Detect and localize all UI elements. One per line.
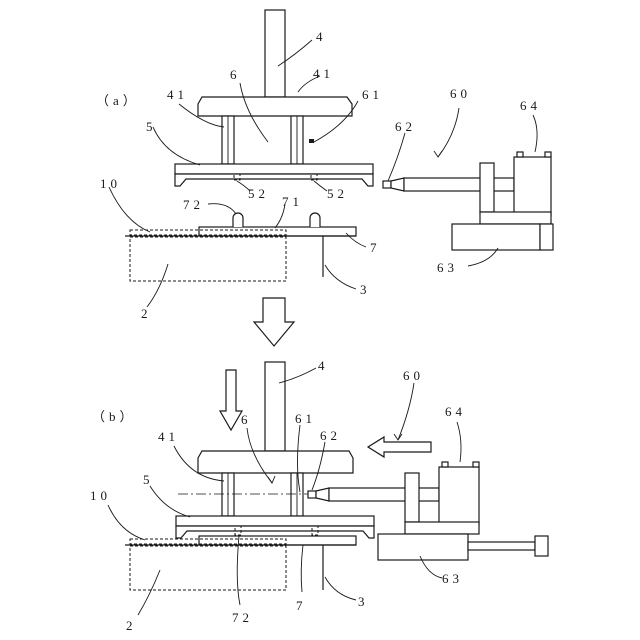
label-b-6: 6 <box>241 412 252 427</box>
label-b-2: 2 <box>126 618 137 633</box>
nozzle-tip-62 <box>383 181 391 188</box>
label-b-63: 63 <box>442 571 463 586</box>
needle-hole-61 <box>309 139 314 143</box>
label-a-60: 60 <box>450 86 471 101</box>
label-a-41l: 41 <box>167 87 188 102</box>
panel-b-tag: （b） <box>92 409 137 424</box>
leader-b-7 <box>301 545 303 592</box>
label-a-6: 6 <box>230 67 241 82</box>
nozzle-62 <box>391 178 404 191</box>
label-a-62: 62 <box>395 119 416 134</box>
leader-a-62 <box>388 133 405 181</box>
label-a-10: 10 <box>100 176 121 191</box>
label-b-62: 62 <box>320 428 341 443</box>
label-a-61: 61 <box>362 87 383 102</box>
label-a-64: 64 <box>520 98 541 113</box>
leader-b-5 <box>150 486 190 517</box>
leader-a-64 <box>533 115 537 152</box>
label-b-61: 61 <box>295 411 316 426</box>
bump-72-left <box>233 213 243 227</box>
label-a-5: 5 <box>146 119 157 134</box>
barrel-b <box>329 488 439 501</box>
unit-64-b-tab-right <box>473 462 479 467</box>
unit-64-tab-left <box>517 152 523 157</box>
cylinder-rod <box>468 542 535 550</box>
leader-a-5 <box>153 127 200 165</box>
bump-72-right <box>310 213 320 227</box>
unit-base-plate <box>480 212 551 224</box>
lower-plate <box>175 164 373 174</box>
leader-b-10 <box>108 505 145 540</box>
panel-a-tag: （a） <box>96 93 140 108</box>
table-7 <box>199 227 356 236</box>
label-a-2: 2 <box>141 306 152 321</box>
label-a-7: 7 <box>370 240 381 255</box>
down-arrow <box>220 370 242 430</box>
leader-b-64 <box>457 422 461 462</box>
label-a-4: 4 <box>316 29 327 44</box>
barrel <box>404 178 514 191</box>
transition-arrow <box>254 298 294 346</box>
leader-a-2 <box>147 264 168 307</box>
leader-a-72 <box>208 204 236 214</box>
unit-base-plate-b <box>405 522 479 534</box>
ram-shaft <box>265 10 285 97</box>
lower-plate-skirt <box>175 174 373 186</box>
lower-plate-b <box>176 516 374 526</box>
panel-b: （b） <box>90 358 548 633</box>
label-a-3: 3 <box>360 282 371 297</box>
injector-advance-arrow <box>368 437 431 457</box>
unit-63-b <box>378 534 468 560</box>
unit-64-tab-right <box>545 152 551 157</box>
leader-b-2 <box>138 570 160 615</box>
barrel-bracket <box>480 163 494 212</box>
label-a-71: 71 <box>282 194 303 209</box>
table-7-b <box>199 536 356 545</box>
leader-b-60 <box>398 383 414 440</box>
upper-head-plate-b <box>198 451 353 473</box>
unit-64-b <box>439 467 479 525</box>
ram-shaft-b <box>265 362 285 451</box>
leader-b-3 <box>325 577 356 600</box>
label-b-72: 72 <box>232 610 253 625</box>
box-2-b <box>130 546 286 590</box>
nozzle-tip-62-b <box>308 491 316 498</box>
label-b-41: 41 <box>158 429 179 444</box>
arrow-a-60 <box>434 151 442 157</box>
label-b-3: 3 <box>358 594 369 609</box>
leader-a-63 <box>468 248 498 266</box>
label-b-5: 5 <box>143 472 154 487</box>
label-b-60: 60 <box>403 368 424 383</box>
leader-a-3 <box>325 265 356 289</box>
label-b-64: 64 <box>445 404 466 419</box>
leader-a-60 <box>438 108 459 157</box>
unit-63 <box>452 224 540 250</box>
label-b-10: 10 <box>90 488 111 503</box>
label-a-63: 63 <box>437 260 458 275</box>
nozzle-62-b <box>316 488 329 501</box>
upper-head-plate <box>198 97 352 116</box>
label-a-52r: 52 <box>327 186 348 201</box>
label-a-41r: 41 <box>313 66 334 81</box>
cylinder-end <box>535 536 548 556</box>
label-a-52l: 52 <box>248 186 269 201</box>
barrel-bracket-b <box>405 473 419 522</box>
unit-63-end <box>540 224 553 250</box>
panel-a: （a） <box>96 10 553 321</box>
unit-64 <box>514 157 551 215</box>
label-a-72: 72 <box>183 197 204 212</box>
leader-a-10 <box>109 187 150 232</box>
unit-64-b-tab-left <box>442 462 448 467</box>
label-b-7: 7 <box>296 598 307 613</box>
box-2 <box>130 237 286 281</box>
leader-a-52r <box>314 181 327 191</box>
label-b-4: 4 <box>318 358 329 373</box>
